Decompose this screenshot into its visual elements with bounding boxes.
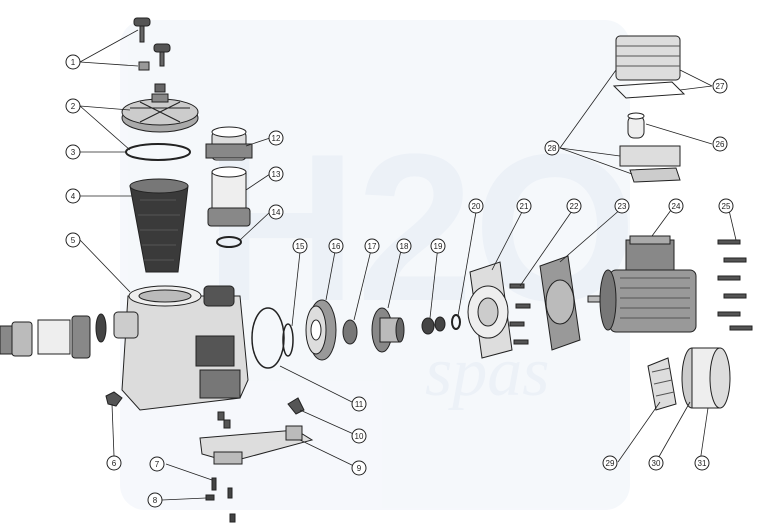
callout-label: 10 — [355, 432, 364, 441]
part-tail-piece — [207, 166, 251, 227]
callout-12: 12 — [268, 130, 284, 146]
callout-16: 16 — [328, 238, 344, 254]
part-diffuser — [305, 299, 337, 361]
callout-14: 14 — [268, 204, 284, 220]
callout-label: 30 — [652, 459, 661, 468]
callout-label: 24 — [672, 202, 681, 211]
part-inlet-union — [0, 313, 107, 359]
part-base — [199, 425, 314, 465]
callout-label: 27 — [716, 82, 725, 91]
callout-label: 3 — [71, 148, 76, 157]
callout-23: 23 — [614, 198, 630, 214]
callout-26: 26 — [712, 136, 728, 152]
callout-label: 13 — [272, 170, 281, 179]
callout-label: 28 — [548, 144, 557, 153]
callout-3: 3 — [65, 144, 81, 160]
callout-label: 14 — [272, 208, 281, 217]
callout-label: 31 — [698, 459, 707, 468]
callout-30: 30 — [648, 455, 664, 471]
callout-21: 21 — [516, 198, 532, 214]
part-impeller — [371, 307, 405, 353]
callout-24: 24 — [668, 198, 684, 214]
callout-31: 31 — [694, 455, 710, 471]
callout-19: 19 — [430, 238, 446, 254]
part-diffuser-oring — [282, 323, 294, 357]
part-basket — [129, 178, 189, 273]
callout-27: 27 — [712, 78, 728, 94]
part-lid — [121, 83, 199, 133]
part-drain-plug — [105, 391, 123, 407]
part-housing-gasket — [251, 307, 285, 369]
callout-7: 7 — [149, 456, 165, 472]
part-mechanical-seal — [421, 316, 446, 335]
callout-13: 13 — [268, 166, 284, 182]
callout-label: 26 — [716, 140, 725, 149]
callout-label: 21 — [520, 202, 529, 211]
part-motor-bolts — [717, 239, 753, 331]
callout-label: 18 — [400, 242, 409, 251]
callout-label: 17 — [368, 242, 377, 251]
part-motor — [587, 235, 697, 333]
callout-label: 1 — [71, 58, 76, 67]
part-pump-housing — [113, 285, 249, 411]
part-terminal-cover — [612, 35, 686, 99]
callout-label: 22 — [570, 202, 579, 211]
callout-label: 15 — [296, 242, 305, 251]
part-knobs — [133, 17, 171, 71]
part-seal-ring — [451, 314, 461, 330]
callout-15: 15 — [292, 238, 308, 254]
callout-6: 6 — [106, 455, 122, 471]
part-union-oring — [216, 236, 242, 248]
callout-label: 4 — [71, 192, 76, 201]
callout-label: 7 — [155, 460, 160, 469]
part-fan — [647, 357, 677, 411]
callout-5: 5 — [65, 232, 81, 248]
callout-20: 20 — [468, 198, 484, 214]
callout-label: 16 — [332, 242, 341, 251]
callout-label: 6 — [112, 459, 117, 468]
watermark-panel — [120, 20, 630, 510]
callout-29: 29 — [602, 455, 618, 471]
callout-11: 11 — [351, 396, 367, 412]
callout-label: 23 — [618, 202, 627, 211]
callout-2: 2 — [65, 98, 81, 114]
callout-9: 9 — [351, 460, 367, 476]
callout-8: 8 — [147, 492, 163, 508]
callout-1: 1 — [65, 54, 81, 70]
callout-label: 19 — [434, 242, 443, 251]
part-bolts — [509, 283, 531, 345]
part-capacitor — [627, 112, 645, 139]
callout-label: 25 — [722, 202, 731, 211]
callout-label: 20 — [472, 202, 481, 211]
part-motor-adapter — [539, 255, 581, 351]
callout-label: 8 — [153, 496, 158, 505]
callout-label: 11 — [355, 400, 364, 409]
part-wear-ring — [342, 319, 358, 345]
part-screws-bottom — [205, 411, 236, 523]
part-fan-cover — [681, 347, 731, 409]
callout-10: 10 — [351, 428, 367, 444]
part-union-nut — [205, 126, 253, 161]
callout-4: 4 — [65, 188, 81, 204]
callout-22: 22 — [566, 198, 582, 214]
callout-label: 29 — [606, 459, 615, 468]
callout-18: 18 — [396, 238, 412, 254]
callout-label: 5 — [71, 236, 76, 245]
leader-lines — [79, 29, 737, 501]
callout-17: 17 — [364, 238, 380, 254]
part-seal-plate — [467, 261, 513, 359]
callout-25: 25 — [718, 198, 734, 214]
callout-label: 2 — [71, 102, 76, 111]
callout-28: 28 — [544, 140, 560, 156]
callout-label: 12 — [272, 134, 281, 143]
callout-label: 9 — [357, 464, 362, 473]
